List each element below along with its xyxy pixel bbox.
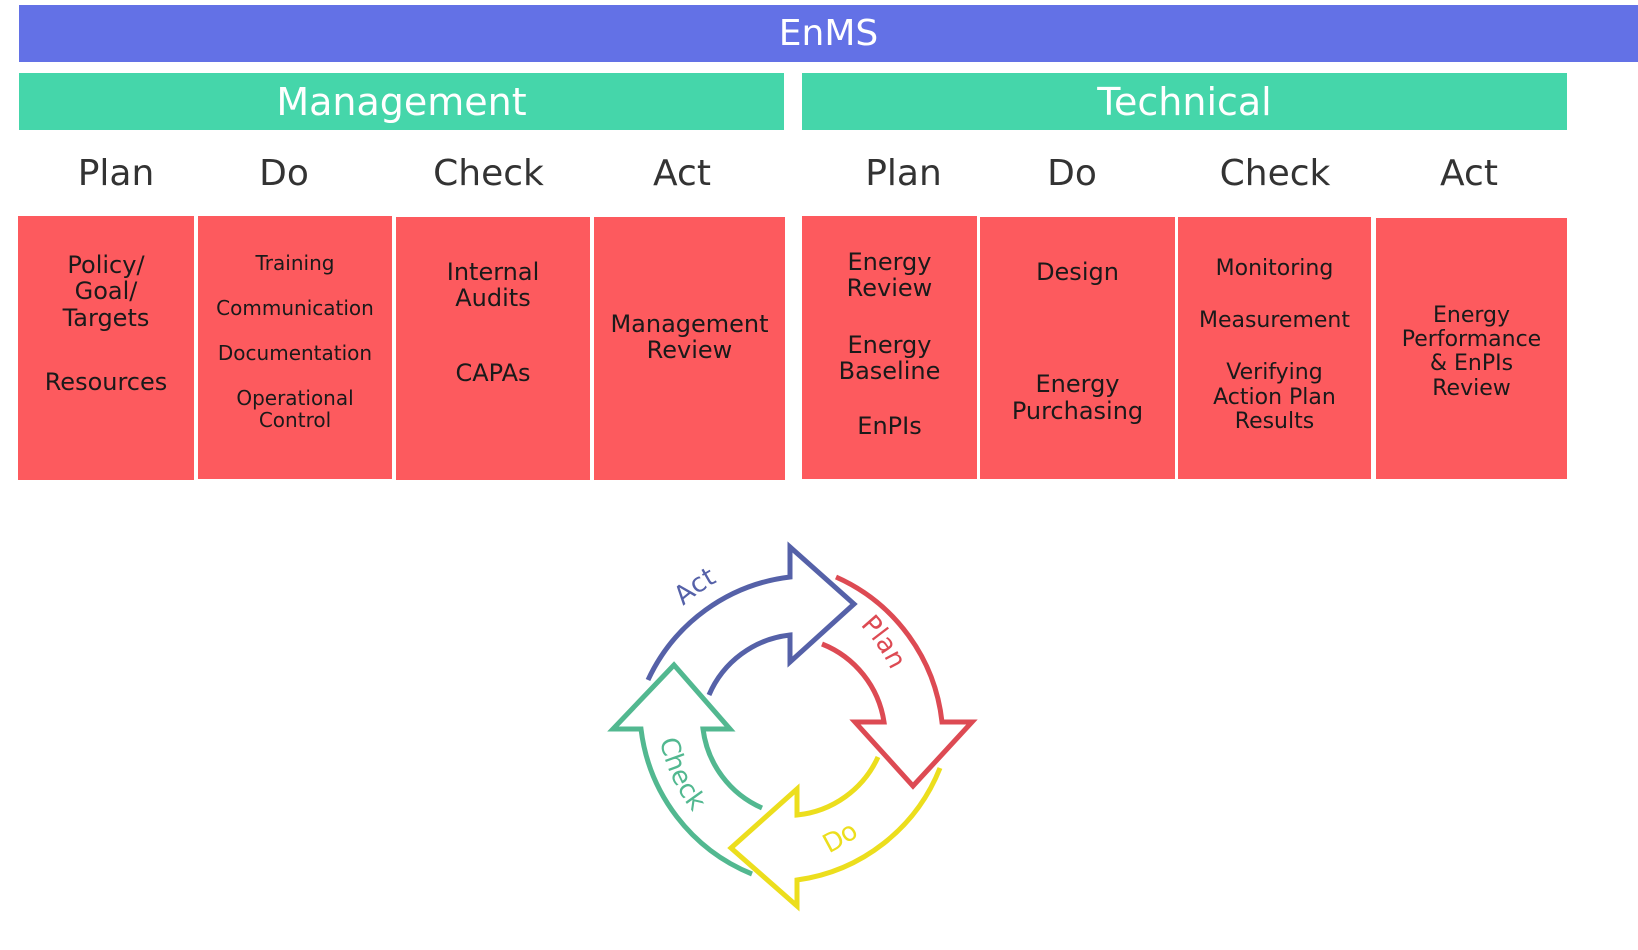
- pdca-cycle-diagram: Act Plan Do Check: [607, 541, 978, 912]
- check-arrow-shape: [607, 661, 764, 877]
- box-item-energy-baseline: Energy Baseline: [838, 330, 941, 386]
- technical-plan-box: Energy Review Energy Baseline EnPIs: [802, 216, 977, 479]
- box-item-internal-audits: Internal Audits: [446, 258, 540, 313]
- enms-title-bar: EnMS: [19, 5, 1638, 62]
- technical-phase-act: Act: [1440, 152, 1498, 194]
- box-item-design: Design: [1036, 258, 1119, 286]
- technical-do-box: Design Energy Purchasing: [980, 217, 1175, 479]
- box-item-enpis: EnPIs: [857, 411, 922, 440]
- box-item-policy-goal-targets: Policy/ Goal/ Targets: [62, 251, 150, 332]
- technical-check-box: Monitoring Measurement Verifying Action …: [1178, 217, 1371, 479]
- management-check-box: Internal Audits CAPAs: [396, 217, 590, 480]
- do-arrow-shape: [727, 755, 943, 912]
- plan-arrow-shape: [821, 574, 978, 790]
- box-item-training: Training: [255, 251, 335, 275]
- do-label: Do: [818, 816, 864, 860]
- box-item-resources: Resources: [44, 368, 168, 397]
- management-phase-do: Do: [259, 152, 309, 194]
- management-section-bar: Management: [19, 73, 784, 130]
- management-label: Management: [276, 79, 527, 124]
- box-item-monitoring: Monitoring: [1215, 256, 1334, 281]
- technical-phase-check: Check: [1219, 152, 1331, 194]
- management-act-box: Management Review: [594, 217, 785, 480]
- box-item-energy-purchasing: Energy Purchasing: [1011, 370, 1144, 425]
- box-item-energy-review: Energy Review: [846, 248, 933, 303]
- technical-phase-do: Do: [1047, 152, 1097, 194]
- box-item-documentation: Documentation: [217, 341, 373, 365]
- management-do-box: Training Communication Documentation Ope…: [198, 216, 392, 479]
- plan-arrow: [821, 574, 978, 790]
- box-item-operational-control: Operational Control: [236, 386, 354, 432]
- act-arrow-shape: [645, 541, 858, 696]
- act-arrow: [645, 541, 858, 696]
- box-item-management-review: Management Review: [610, 310, 769, 365]
- management-plan-box: Policy/ Goal/ Targets Resources: [18, 216, 194, 480]
- plan-label: Plan: [855, 610, 912, 674]
- box-item-communication: Communication: [216, 296, 374, 320]
- technical-act-box: Energy Performance & EnPIs Review: [1376, 218, 1567, 479]
- check-arrow: [607, 661, 764, 877]
- enms-title: EnMS: [778, 13, 879, 54]
- box-item-verifying-action-plan-results: Verifying Action Plan Results: [1213, 360, 1336, 434]
- do-arrow: [727, 755, 943, 912]
- check-label: Check: [653, 734, 712, 816]
- management-phase-check: Check: [433, 152, 544, 194]
- technical-phase-plan: Plan: [865, 152, 942, 194]
- technical-label: Technical: [1097, 79, 1272, 124]
- management-phase-plan: Plan: [77, 152, 155, 194]
- box-item-measurement: Measurement: [1198, 308, 1351, 334]
- technical-section-bar: Technical: [802, 73, 1567, 130]
- box-item-capas: CAPAs: [455, 358, 531, 387]
- box-item-energy-performance-enpis-review: Energy Performance & EnPIs Review: [1401, 303, 1542, 401]
- management-phase-act: Act: [653, 152, 711, 194]
